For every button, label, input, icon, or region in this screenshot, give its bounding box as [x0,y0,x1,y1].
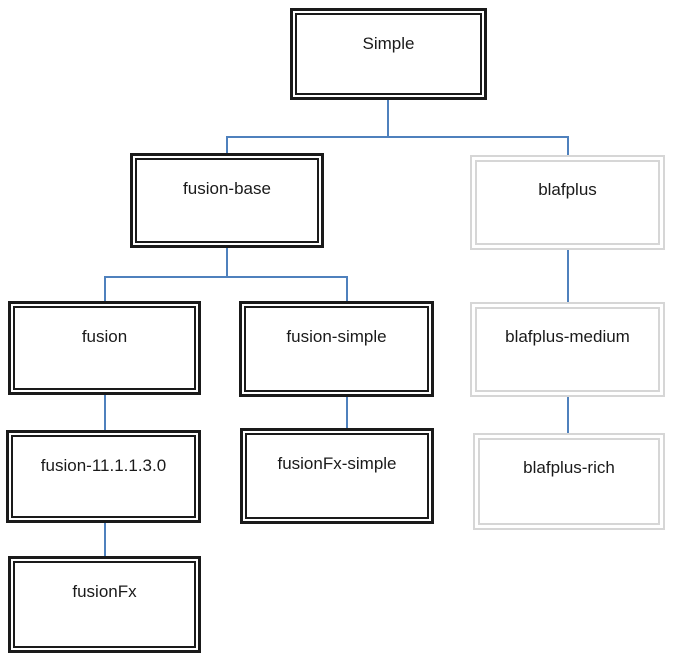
node-label: fusion-simple [286,327,387,346]
node-label: fusion-base [183,179,271,198]
connector-drop-blafplus [567,136,569,157]
node-label: blafplus [538,180,597,199]
connector-medium-to-rich [567,397,569,435]
node-label: fusionFx-simple [277,454,397,473]
connector-drop-fusion-simple [346,276,348,303]
connector-simple-stem [387,100,389,138]
node-fusion: fusion [8,301,201,395]
node-blafplus-medium: blafplus-medium [470,302,665,397]
connector-blafplus-to-medium [567,250,569,304]
node-label: fusionFx [72,582,137,601]
node-label: Simple [362,34,415,53]
node-label: fusion [81,327,128,346]
connector-fusion-base-stem [226,248,228,278]
connector-fusion-simple-to-fusionFx-simple [346,397,348,430]
node-fusionFx-simple: fusionFx-simple [240,428,434,524]
node-fusionFx: fusionFx [8,556,201,653]
connector-drop-fusion-base [226,136,228,155]
connector-drop-fusion [104,276,106,303]
connector-fusion-base-rail [104,276,348,278]
connector-simple-children-rail [226,136,569,138]
node-fusion-base: fusion-base [130,153,324,248]
node-blafplus: blafplus [470,155,665,250]
connector-11.1.1.3.0-to-fusionFx [104,523,106,558]
node-simple: Simple [290,8,487,100]
node-label: blafplus-rich [523,458,615,477]
connector-fusion-to-11.1.1.3.0 [104,395,106,432]
node-blafplus-rich: blafplus-rich [473,433,665,530]
node-fusion-11.1.1.3.0: fusion-11.1.1.3.0 [6,430,201,523]
node-label: fusion-11.1.1.3.0 [40,456,167,475]
node-label: blafplus-medium [505,327,630,346]
node-fusion-simple: fusion-simple [239,301,434,397]
